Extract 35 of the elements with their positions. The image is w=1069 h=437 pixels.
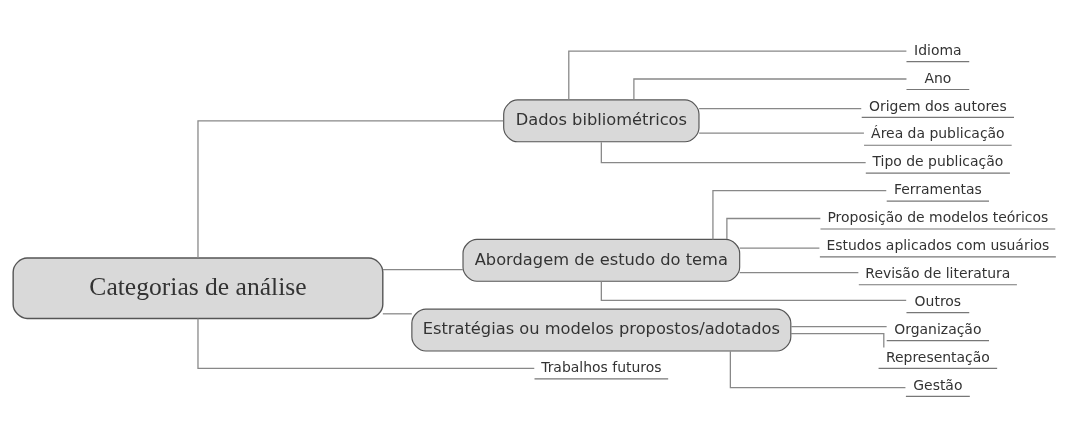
node-box: Dados bibliométricos [503, 99, 700, 143]
node-text: Trabalhos futuros [541, 359, 662, 376]
node-box: Estratégias ou modelos propostos/adotados [411, 308, 792, 352]
connector [382, 313, 413, 315]
node-text: Área da publicação [871, 125, 1005, 142]
node-text: Organização [894, 320, 982, 337]
node-text: Estudos aplicados com usuários [826, 237, 1050, 253]
connector [726, 217, 821, 240]
connector [197, 317, 535, 370]
node-text: Proposição de modelos teóricos [827, 209, 1049, 226]
connector [790, 325, 888, 328]
connector [712, 189, 887, 241]
connector [739, 271, 859, 274]
connector [197, 120, 504, 259]
node-text: Ano [924, 69, 952, 86]
connector [698, 132, 865, 134]
connector [633, 78, 908, 101]
node-text: Ferramentas [893, 181, 982, 198]
connector [600, 141, 867, 164]
node-text: Revisão de literatura [865, 264, 1011, 281]
connector [698, 108, 862, 110]
connector [600, 280, 907, 302]
connector [790, 332, 885, 349]
node-text: Tipo de publicação [872, 153, 1004, 170]
connector [568, 50, 908, 101]
node-text: Idioma [914, 41, 962, 58]
node-text: Representação [885, 348, 990, 365]
connector [729, 350, 907, 389]
connector [739, 247, 821, 249]
node-text: Gestão [913, 376, 963, 393]
node-text: Outros [914, 292, 962, 309]
connector [382, 269, 464, 271]
node-box: Categorias de análise [12, 257, 384, 320]
node-text: Origem dos autores [869, 97, 1007, 114]
node-box: Abordagem de estudo do tema [462, 238, 741, 282]
